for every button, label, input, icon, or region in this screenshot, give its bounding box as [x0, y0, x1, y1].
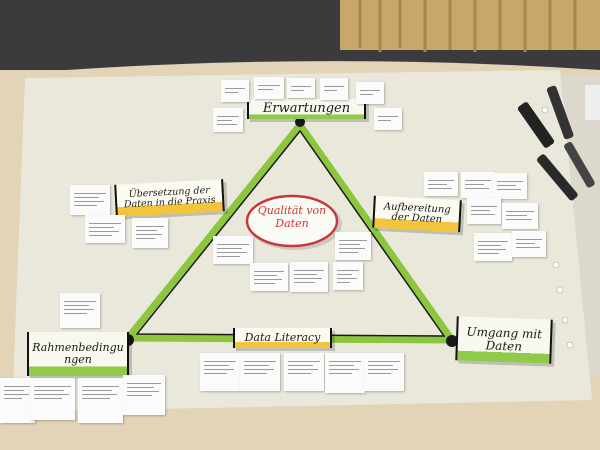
- label-data-literacy: Data Literacy: [233, 328, 332, 348]
- sticky-card: [254, 77, 284, 99]
- sticky-card: [30, 378, 75, 420]
- sticky-card: [200, 353, 240, 391]
- label-umgang: Umgang mit Daten: [455, 316, 553, 364]
- sticky-card: [333, 262, 363, 290]
- label-uebersetzung-text: Übersetzung der Daten in die Praxis: [123, 184, 216, 211]
- sticky-card: [467, 198, 501, 224]
- sticky-card: [240, 353, 280, 391]
- sticky-card: [213, 236, 253, 264]
- sticky-card: [502, 203, 538, 229]
- label-rahmenbedingungen: Rahmenbedingungen: [27, 332, 129, 376]
- sticky-card: [123, 375, 165, 415]
- sticky-card: [512, 231, 546, 257]
- markers: [517, 85, 600, 201]
- sticky-card: [287, 78, 315, 98]
- sticky-card: [290, 262, 328, 292]
- center-ellipse: [245, 194, 339, 248]
- sticky-card: [284, 353, 324, 391]
- label-data-literacy-text: Data Literacy: [244, 331, 321, 345]
- label-aufbereitung-text: Aufbereitung der Daten: [383, 200, 451, 226]
- sticky-card: [60, 293, 100, 328]
- label-umgang-text: Umgang mit Daten: [466, 325, 543, 354]
- sticky-card: [132, 218, 168, 248]
- sticky-card: [364, 353, 404, 391]
- label-erwartungen-text: Erwartungen: [262, 101, 351, 117]
- sticky-card: [493, 173, 527, 199]
- label-uebersetzung: Übersetzung der Daten in die Praxis: [114, 179, 225, 217]
- curtain: [340, 0, 600, 52]
- sticky-card: [213, 108, 243, 132]
- sticky-card: [70, 185, 110, 215]
- sticky-card: [78, 378, 123, 423]
- label-rahmenbedingungen-text: Rahmenbedingungen: [32, 341, 124, 366]
- center-title: Qualität von Daten: [252, 204, 332, 230]
- sticky-card: [374, 108, 402, 130]
- sticky-card: [325, 353, 365, 393]
- sticky-card: [85, 215, 125, 243]
- sticky-card: [320, 78, 348, 100]
- center-title-text: Qualität von Daten: [257, 204, 327, 231]
- sticky-card: [221, 80, 249, 102]
- label-erwartungen: Erwartungen: [247, 99, 366, 119]
- paper-holes: [541, 106, 574, 349]
- label-aufbereitung: Aufbereitung der Daten: [372, 195, 462, 233]
- sticky-card: [335, 232, 371, 260]
- sticky-card: [461, 172, 495, 198]
- sticky-card: [424, 172, 458, 196]
- sticky-card: [356, 82, 384, 104]
- sticky-card: [474, 233, 512, 261]
- sticky-card: [250, 263, 288, 291]
- sticky-card: [0, 378, 35, 423]
